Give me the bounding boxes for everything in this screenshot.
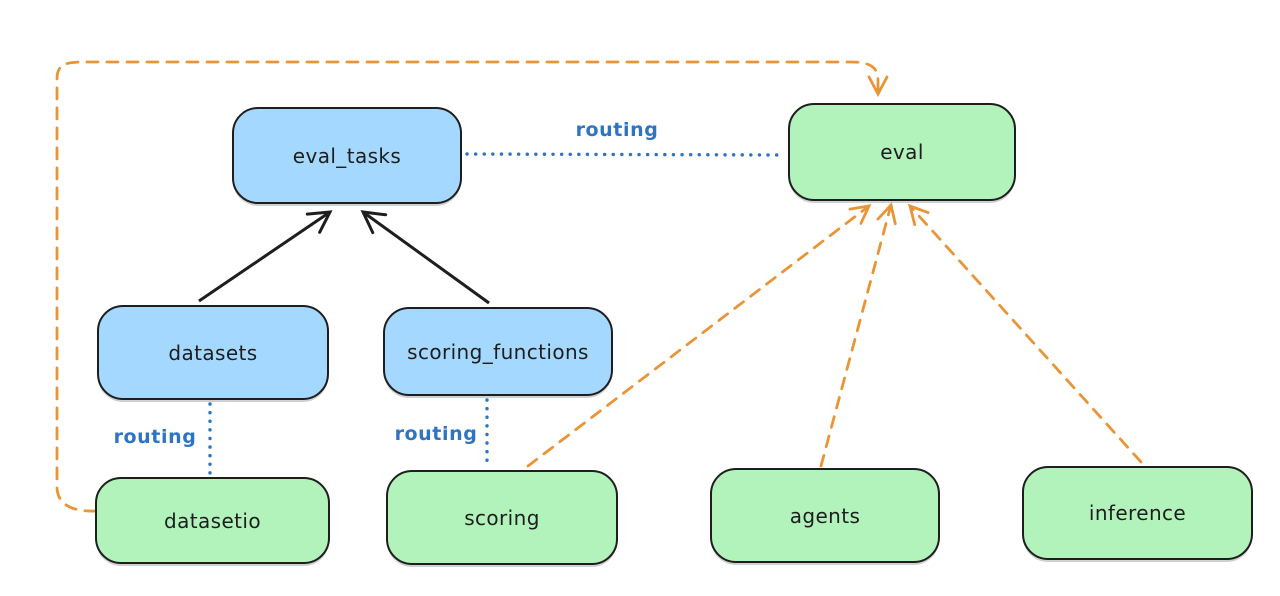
routing-label-scoring-functions-scoring: routing	[394, 423, 478, 445]
node-eval-label: eval	[880, 140, 924, 164]
edge-datasetio-to-eval	[55, 60, 889, 513]
node-eval-tasks-label: eval_tasks	[292, 143, 402, 168]
edge-eval-tasks-to-eval-routing	[465, 152, 787, 157]
routing-label-eval-tasks-eval: routing	[575, 119, 659, 141]
node-agents: agents	[710, 468, 940, 563]
node-datasetio: datasetio	[95, 477, 330, 564]
edge-scoring-functions-to-eval-tasks	[360, 210, 490, 305]
node-datasets-label: datasets	[168, 340, 258, 365]
edge-agents-to-eval	[819, 202, 897, 468]
edge-scoring-to-eval	[526, 204, 872, 468]
edge-inference-to-eval	[907, 203, 1143, 464]
node-scoring-functions-label: scoring_functions	[407, 339, 589, 364]
node-inference-label: inference	[1088, 501, 1187, 525]
routing-label-datasets-datasetio: routing	[113, 426, 197, 448]
node-agents-label: agents	[789, 503, 861, 528]
node-eval-tasks: eval_tasks	[232, 107, 462, 204]
node-inference: inference	[1022, 466, 1253, 560]
node-eval: eval	[788, 103, 1016, 201]
node-scoring: scoring	[386, 470, 618, 565]
node-scoring-label: scoring	[464, 505, 540, 530]
node-datasets: datasets	[97, 305, 329, 400]
node-scoring-functions: scoring_functions	[383, 307, 613, 396]
node-datasetio-label: datasetio	[163, 508, 261, 533]
edge-datasets-to-eval-tasks	[198, 210, 333, 303]
